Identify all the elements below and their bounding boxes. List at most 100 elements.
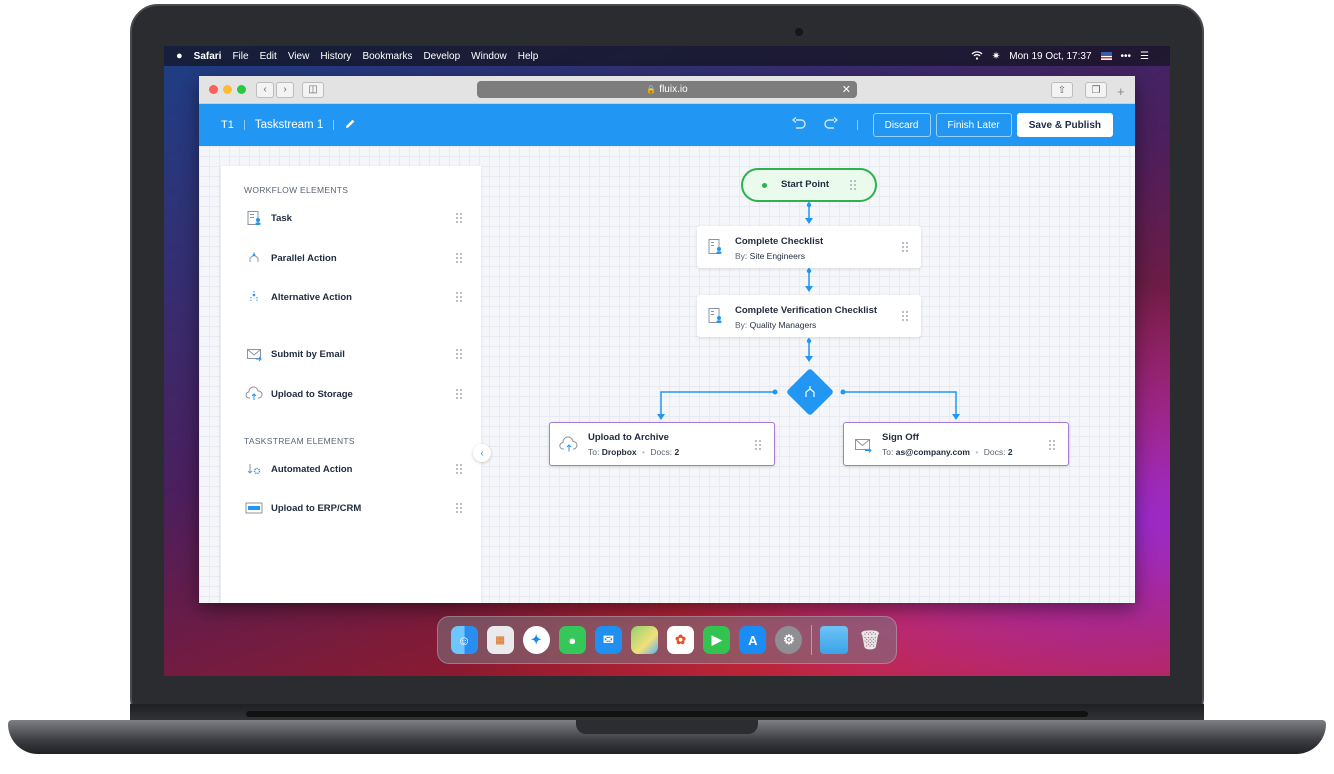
sidebar-toggle-icon[interactable]: ◫ bbox=[302, 81, 324, 98]
menu-file[interactable]: File bbox=[232, 50, 249, 62]
menu-help[interactable]: Help bbox=[517, 50, 539, 62]
to-prefix: To: bbox=[882, 447, 894, 457]
flow-node-upload-archive[interactable]: Upload to Archive To: Dropbox • Docs: 2 bbox=[549, 422, 775, 466]
drag-handle-icon[interactable] bbox=[455, 388, 463, 400]
new-tab-icon[interactable]: + bbox=[1117, 84, 1125, 99]
drag-handle-icon[interactable] bbox=[901, 310, 909, 322]
collapse-panel-button[interactable]: ‹ bbox=[473, 444, 491, 462]
edit-pencil-icon[interactable] bbox=[344, 118, 356, 133]
drag-handle-icon[interactable] bbox=[849, 179, 857, 191]
drag-handle-icon[interactable] bbox=[754, 439, 762, 451]
url-text: fluix.io bbox=[659, 84, 688, 95]
url-bar[interactable]: 🔒 fluix.io ✕ bbox=[477, 81, 857, 98]
start-point-label: Start Point bbox=[781, 179, 830, 190]
discard-button[interactable]: Discard bbox=[872, 113, 931, 137]
bluetooth-icon[interactable]: ✷ bbox=[991, 50, 1001, 62]
taskstream-elements-heading: TASKSTREAM ELEMENTS bbox=[244, 436, 355, 446]
menu-window[interactable]: Window bbox=[471, 50, 507, 62]
node-title: Complete Verification Checklist bbox=[735, 305, 878, 316]
start-point-node[interactable]: Start Point bbox=[741, 168, 877, 202]
folder-icon[interactable] bbox=[820, 626, 848, 654]
element-label: Parallel Action bbox=[271, 252, 337, 264]
screen: ● Safari File Edit View History Bookmark… bbox=[164, 46, 1170, 676]
email-icon bbox=[854, 437, 872, 458]
back-icon[interactable]: ‹ bbox=[256, 81, 274, 98]
mail-icon[interactable]: ✉ bbox=[594, 626, 622, 654]
menu-history[interactable]: History bbox=[320, 50, 352, 62]
trash-icon[interactable]: 🗑 bbox=[858, 629, 882, 650]
element-label: Task bbox=[271, 212, 292, 224]
zoom-window-button[interactable] bbox=[237, 85, 246, 94]
menu-bookmarks[interactable]: Bookmarks bbox=[362, 50, 413, 62]
destination: Dropbox bbox=[601, 447, 637, 457]
clock[interactable]: Mon 19 Oct, 17:37 bbox=[1009, 50, 1092, 62]
share-icon[interactable]: ⇧ bbox=[1051, 82, 1073, 98]
destination: as@company.com bbox=[895, 447, 970, 457]
element-label: Upload to ERP/CRM bbox=[271, 502, 362, 514]
drag-handle-icon[interactable] bbox=[455, 463, 463, 475]
menu-edit[interactable]: Edit bbox=[259, 50, 277, 62]
drag-handle-icon[interactable] bbox=[1048, 439, 1056, 451]
wifi-icon[interactable] bbox=[971, 50, 983, 63]
taskstream-title[interactable]: Taskstream 1 bbox=[254, 119, 324, 131]
save-publish-button[interactable]: Save & Publish bbox=[1016, 113, 1113, 137]
undo-icon[interactable] bbox=[791, 116, 807, 134]
element-alternative-action[interactable]: Alternative Action bbox=[245, 287, 463, 307]
flow-node-sign-off[interactable]: Sign Off To: as@company.com • Docs: 2 bbox=[843, 422, 1069, 466]
http-icon bbox=[245, 499, 263, 517]
docs-prefix: Docs: bbox=[983, 447, 1006, 457]
element-automated-action[interactable]: Automated Action bbox=[245, 459, 463, 479]
to-prefix: To: bbox=[588, 447, 600, 457]
element-upload-storage[interactable]: Upload to Storage bbox=[245, 384, 463, 404]
flow-node-complete-checklist[interactable]: Complete Checklist By: Site Engineers bbox=[697, 226, 921, 268]
drag-handle-icon[interactable] bbox=[455, 502, 463, 514]
menu-view[interactable]: View bbox=[287, 50, 310, 62]
finder-icon[interactable]: ☺ bbox=[450, 626, 478, 654]
browser-window: ‹ › ◫ 🔒 fluix.io ✕ ⇧ ❐ + T1 Taskstream 1 bbox=[199, 76, 1135, 603]
element-upload-erp[interactable]: Upload to ERP/CRM bbox=[245, 498, 463, 518]
element-task[interactable]: Task bbox=[245, 208, 463, 228]
cloud-upload-icon bbox=[245, 385, 263, 403]
app-header: T1 Taskstream 1 Discard Finish Late bbox=[199, 104, 1135, 146]
maps-icon[interactable] bbox=[630, 626, 659, 654]
element-label: Upload to Storage bbox=[271, 388, 353, 400]
minimize-window-button[interactable] bbox=[223, 85, 232, 94]
chevron-left-icon: ‹ bbox=[480, 447, 484, 459]
node-subtitle: To: as@company.com • Docs: 2 bbox=[882, 447, 1013, 457]
drag-handle-icon[interactable] bbox=[455, 291, 463, 303]
app-store-icon[interactable]: A bbox=[739, 626, 767, 654]
element-parallel-action[interactable]: Parallel Action bbox=[245, 248, 463, 268]
apple-icon[interactable]: ● bbox=[176, 50, 183, 62]
forward-icon[interactable]: › bbox=[276, 81, 294, 98]
menu-develop[interactable]: Develop bbox=[423, 50, 461, 62]
element-label: Submit by Email bbox=[271, 348, 345, 360]
drag-handle-icon[interactable] bbox=[455, 348, 463, 360]
close-window-button[interactable] bbox=[209, 85, 218, 94]
more-icon[interactable]: ••• bbox=[1120, 50, 1132, 62]
task-icon bbox=[707, 238, 723, 261]
facetime-icon[interactable]: ▶ bbox=[703, 626, 731, 654]
redo-icon[interactable] bbox=[823, 116, 839, 134]
photos-icon[interactable]: ✿ bbox=[667, 626, 695, 654]
launchpad-icon[interactable]: ▦ bbox=[486, 626, 514, 654]
drag-handle-icon[interactable] bbox=[455, 212, 463, 224]
system-preferences-icon[interactable]: ⚙ bbox=[775, 626, 803, 654]
taskstream-id: T1 bbox=[221, 119, 234, 131]
element-submit-email[interactable]: Submit by Email bbox=[245, 344, 463, 364]
safari-icon[interactable]: ✦ bbox=[522, 626, 550, 654]
control-center-icon[interactable]: ☰ bbox=[1140, 50, 1149, 62]
tabs-overview-icon[interactable]: ❐ bbox=[1085, 82, 1107, 98]
clear-url-icon[interactable]: ✕ bbox=[841, 84, 851, 96]
drag-handle-icon[interactable] bbox=[901, 241, 909, 253]
flag-icon[interactable] bbox=[1100, 52, 1112, 60]
camera bbox=[795, 28, 803, 36]
hinge-bar bbox=[246, 711, 1088, 717]
drag-handle-icon[interactable] bbox=[455, 252, 463, 264]
menu-safari[interactable]: Safari bbox=[193, 50, 222, 62]
docs-count: 2 bbox=[674, 447, 680, 457]
workflow-canvas[interactable]: WORKFLOW ELEMENTS Task Parallel Action A… bbox=[199, 146, 1135, 603]
finish-later-button[interactable]: Finish Later bbox=[935, 113, 1012, 137]
flow-node-verification-checklist[interactable]: Complete Verification Checklist By: Qual… bbox=[697, 295, 921, 337]
node-subtitle: By: Quality Managers bbox=[735, 320, 816, 330]
messages-icon[interactable]: ● bbox=[558, 626, 586, 654]
